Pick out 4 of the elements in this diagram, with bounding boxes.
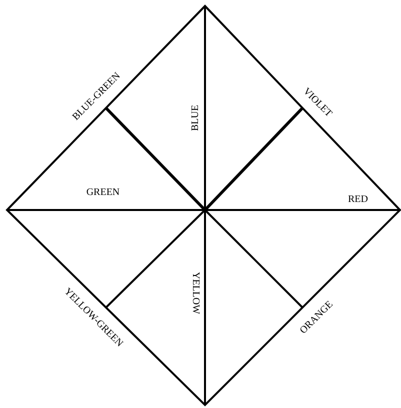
color-label: RED <box>348 195 368 205</box>
color-label: YELLOW <box>190 272 200 314</box>
color-label: GREEN <box>86 188 120 198</box>
color-label: BLUE <box>191 104 201 132</box>
